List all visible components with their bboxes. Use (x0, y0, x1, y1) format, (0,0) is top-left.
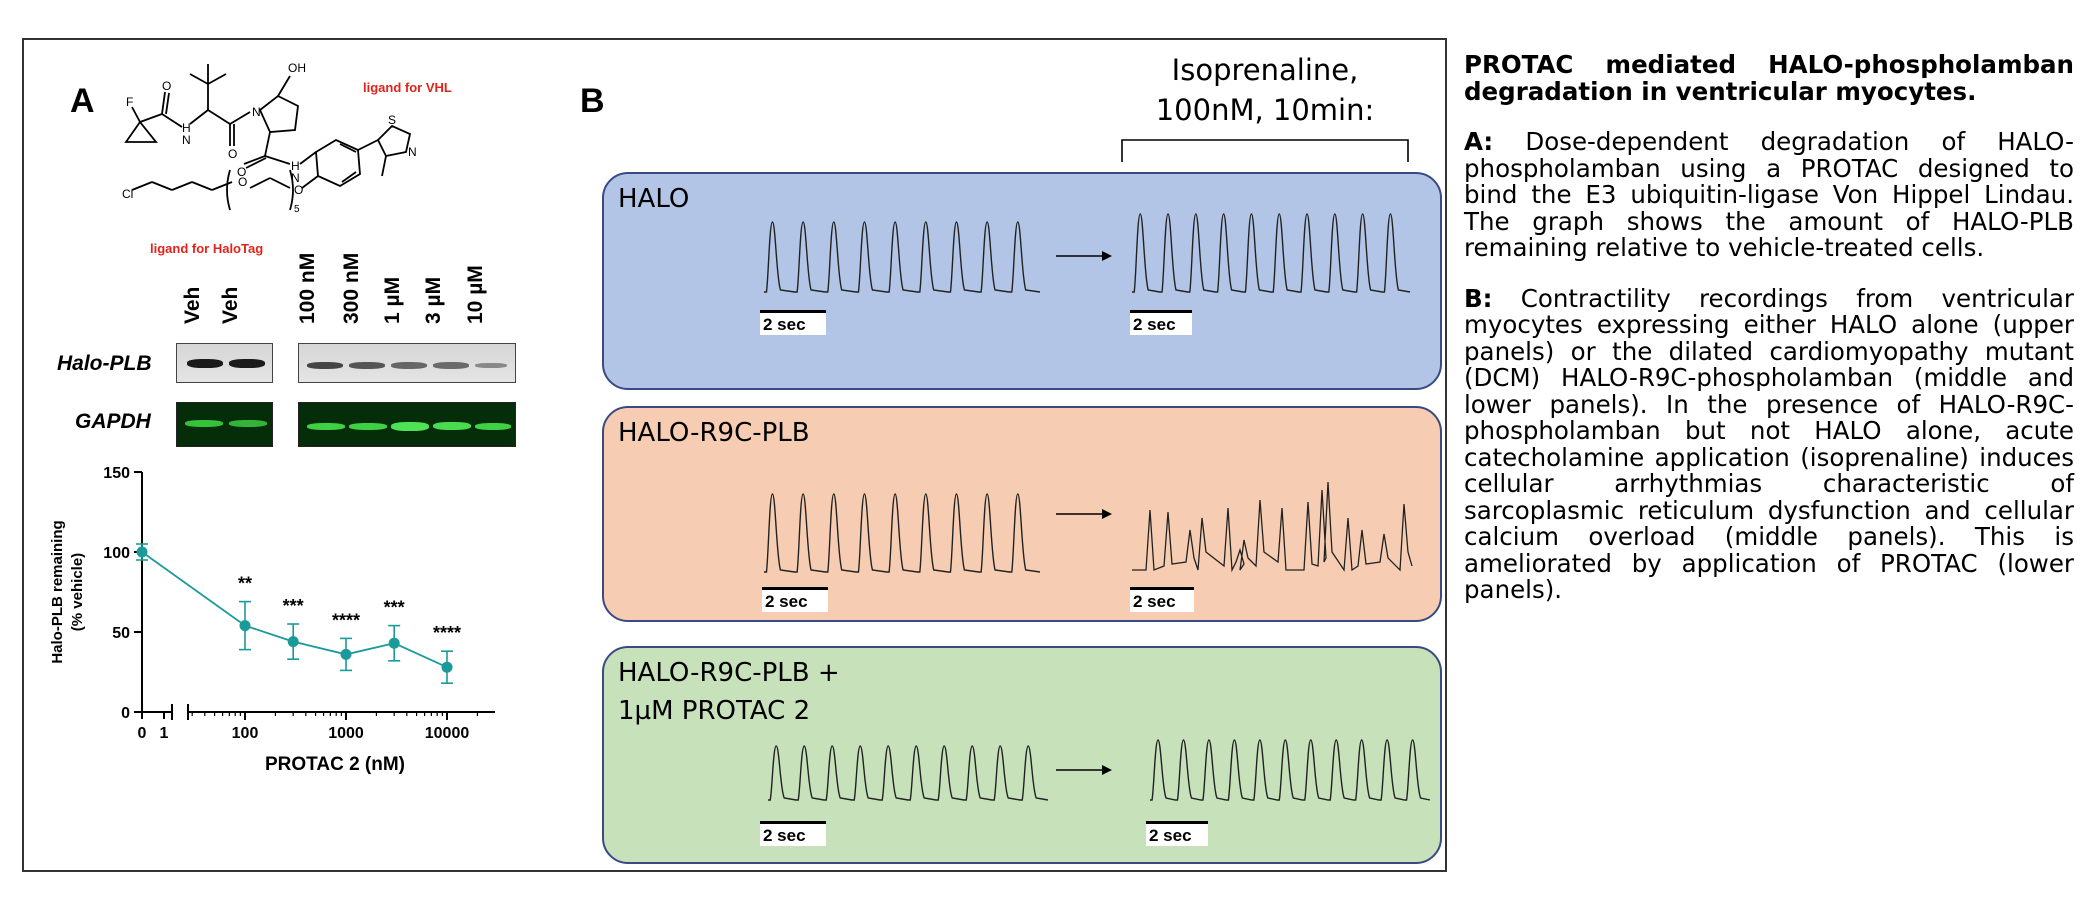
svg-text:O: O (294, 183, 303, 197)
condition-label-line-1: HALO-R9C-PLB + (618, 658, 840, 688)
caption-a-text: Dose-dependent degradation of HALO-phosp… (1464, 127, 2074, 262)
ligand-vhl-label: ligand for VHL (363, 80, 452, 95)
figure-caption: PROTAC mediated HALO-phospholamban degra… (1464, 50, 2074, 628)
data-point (239, 620, 251, 632)
series-line (141, 551, 448, 669)
isoprenaline-line-1: Isoprenaline, (1171, 53, 1359, 87)
trace-r9c-isoprenaline (1132, 481, 1413, 573)
blot-label-gapdh: GAPDH (75, 410, 151, 433)
svg-text:H: H (291, 159, 300, 173)
condition-panel-halo-r9c-plb-protac: HALO-R9C-PLB + 1µM PROTAC 2 (602, 646, 1442, 864)
trace-halo-isoprenaline (1132, 213, 1411, 293)
y-axis-label-units: (% vehicle) (69, 553, 86, 631)
x-tick-label: 1 (160, 725, 169, 742)
condition-label-line-2: 1µM PROTAC 2 (618, 696, 811, 726)
figure-frame (22, 38, 1447, 872)
y-tick-label: 100 (103, 545, 130, 562)
contractility-traces (764, 213, 1431, 801)
significance-label: **** (332, 610, 360, 630)
condition-panel-halo-r9c-plb: HALO-R9C-PLB (602, 406, 1442, 622)
caption-a-key: A: (1464, 127, 1494, 156)
x-tick-label: 100 (232, 725, 259, 742)
isoprenaline-label: Isoprenaline, 100nM, 10min: (1130, 50, 1400, 130)
svg-text:N: N (291, 171, 300, 185)
svg-text:Cl: Cl (122, 187, 133, 201)
x-tick-label: 10000 (425, 725, 470, 742)
scale-bar-r9c-baseline: 2 sec (762, 587, 828, 612)
trace-protac-isoprenaline (1150, 739, 1431, 801)
caption-panel-b: B: Contractility recordings from ventric… (1464, 283, 2074, 604)
svg-text:O: O (237, 165, 246, 179)
blot-gapdh-protac (298, 402, 516, 447)
caption-b-key: B: (1464, 283, 1493, 313)
arrow-r9c-head (1102, 509, 1112, 519)
y-axis-label: Halo-PLB remaining (49, 520, 66, 663)
condition-label-halo: HALO (618, 184, 690, 214)
svg-text:5: 5 (294, 204, 300, 215)
significance-label: ** (238, 574, 252, 594)
trace-r9c-baseline (764, 493, 1041, 573)
panel-b-letter: B (580, 82, 605, 120)
significance-label: *** (283, 596, 304, 616)
significance-label: **** (433, 623, 461, 643)
svg-text:N: N (182, 133, 191, 147)
svg-text:OH: OH (288, 61, 306, 75)
caption-title: PROTAC mediated HALO-phospholamban degra… (1464, 50, 2074, 106)
ligand-halotag-label: ligand for HaloTag (150, 241, 264, 256)
arrow-protac-head (1102, 765, 1112, 775)
blot-gapdh-vehicle (176, 402, 273, 447)
condition-label-halo-r9c-plb-protac: HALO-R9C-PLB + 1µM PROTAC 2 (618, 654, 840, 730)
data-point (388, 637, 400, 649)
condition-label-halo-r9c-plb: HALO-R9C-PLB (618, 418, 810, 448)
svg-text:O: O (162, 79, 171, 93)
svg-text:N: N (252, 105, 261, 119)
scale-bar-r9c-iso: 2 sec (1130, 587, 1194, 612)
blot-label-halo-plb: Halo-PLB (57, 352, 152, 375)
caption-b-text: Contractility recordings from ventricula… (1464, 283, 2074, 604)
svg-text:H: H (182, 121, 191, 135)
isoprenaline-bracket (1121, 139, 1409, 162)
panel-a-letter: A (70, 82, 95, 120)
data-point (340, 648, 352, 660)
x-tick-label: 0 (138, 725, 147, 742)
y-tick-label: 0 (121, 705, 130, 722)
scale-bar-halo-iso: 2 sec (1130, 310, 1192, 335)
scale-bar-protac-iso: 2 sec (1146, 821, 1208, 846)
protac-structure: F O H N O N OH O H N O O 5 Cl S N (122, 61, 417, 215)
svg-text:F: F (126, 95, 133, 109)
caption-panel-a: A: Dose-dependent degradation of HALO-ph… (1464, 127, 2074, 262)
arrow-halo-head (1102, 251, 1112, 261)
svg-text:O: O (228, 147, 237, 161)
data-point (441, 661, 453, 673)
trace-protac-baseline (768, 745, 1049, 801)
blot-halo-plb-vehicle (176, 343, 273, 383)
x-tick-label: 1000 (328, 725, 364, 742)
svg-text:S: S (388, 113, 396, 127)
svg-text:O: O (238, 175, 247, 189)
scale-bar-halo-baseline: 2 sec (760, 310, 826, 335)
data-point (136, 546, 148, 558)
data-point (287, 636, 299, 648)
y-tick-label: 50 (112, 625, 130, 642)
isoprenaline-line-2: 100nM, 10min: (1155, 93, 1375, 127)
significance-label: *** (384, 598, 405, 618)
y-tick-label: 150 (103, 465, 130, 482)
scale-bar-protac-baseline: 2 sec (760, 821, 826, 846)
blot-halo-plb-protac (298, 343, 516, 383)
x-axis-label: PROTAC 2 (nM) (265, 754, 405, 775)
svg-text:N: N (408, 145, 417, 159)
trace-halo-baseline (764, 221, 1041, 293)
